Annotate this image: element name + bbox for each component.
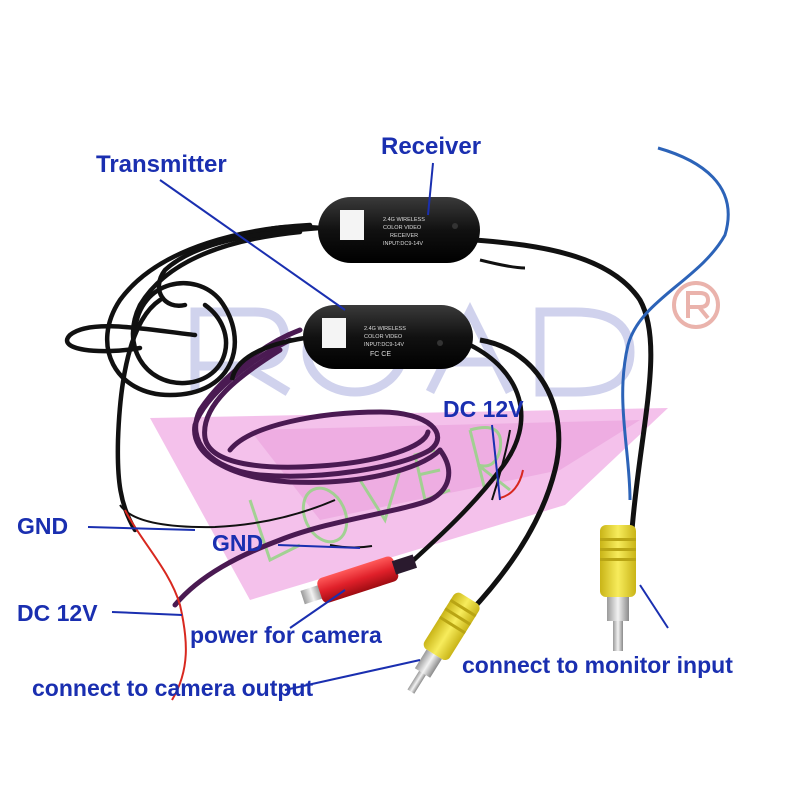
label-gnd-mid: GND [212, 530, 264, 556]
receiver-video-cable [474, 237, 654, 531]
label-power-for-camera: power for camera [190, 622, 382, 648]
registered-mark-icon [672, 281, 720, 329]
rca-plug-monitor [600, 525, 636, 651]
transmitter-video-cable [468, 337, 562, 614]
coiled-cable [65, 222, 323, 533]
gnd-wire-left [119, 499, 336, 529]
pointer-power-camera [289, 589, 346, 629]
pointer-dc12v-top [491, 424, 501, 501]
svg-text:2.4G WIRELESS: 2.4G WIRELESS [383, 217, 425, 223]
svg-text:INPUT:DC9-14V: INPUT:DC9-14V [383, 241, 423, 247]
label-connect-to-monitor-input: connect to monitor input [462, 652, 733, 678]
pointer-camera-output [284, 659, 421, 691]
label-gnd-left: GND [17, 513, 69, 539]
rca-plug-camera [407, 592, 480, 694]
power-cable-coil [172, 327, 452, 608]
svg-text:COLOR VIDEO: COLOR VIDEO [383, 225, 422, 231]
dc-wire-black-top [491, 429, 511, 501]
transmitter-module: 2.4G WIRELESS COLOR VIDEO INPUT:DC9-14V … [303, 305, 473, 369]
dc-wire-red-top [499, 469, 524, 499]
label-connect-to-camera-output: connect to camera output [32, 675, 314, 701]
watermark-wedge-shade [250, 420, 640, 520]
label-dc12v-receiver: DC 12V [443, 396, 524, 422]
pointer-monitor [639, 584, 669, 629]
pointer-receiver [427, 162, 434, 216]
label-transmitter: Transmitter [96, 151, 227, 178]
label-dc12v-transmitter: DC 12V [17, 600, 98, 626]
label-receiver: Receiver [381, 133, 482, 160]
transmitter-lead [229, 335, 306, 381]
pointer-lines [87, 162, 669, 691]
receiver-module: 2.4G WIRELESS COLOR VIDEO RECEIVER INPUT… [318, 197, 480, 263]
receiver-stub [479, 258, 526, 270]
receiver-lead [264, 224, 323, 233]
pointer-gnd-mid [277, 544, 361, 549]
svg-text:FC CE: FC CE [370, 351, 391, 358]
svg-text:RECEIVER: RECEIVER [390, 233, 418, 239]
svg-text:2.4G WIRELESS: 2.4G WIRELESS [364, 326, 406, 332]
svg-text:COLOR VIDEO: COLOR VIDEO [364, 334, 403, 340]
pointer-dc12v-left [111, 611, 183, 616]
dc-power-connector [300, 554, 418, 605]
antenna-wire [621, 146, 730, 501]
dc-wire-red-left [124, 509, 187, 701]
pointer-transmitter [159, 179, 346, 311]
svg-text:INPUT:DC9-14V: INPUT:DC9-14V [364, 342, 404, 348]
pointer-gnd-left [87, 526, 196, 531]
